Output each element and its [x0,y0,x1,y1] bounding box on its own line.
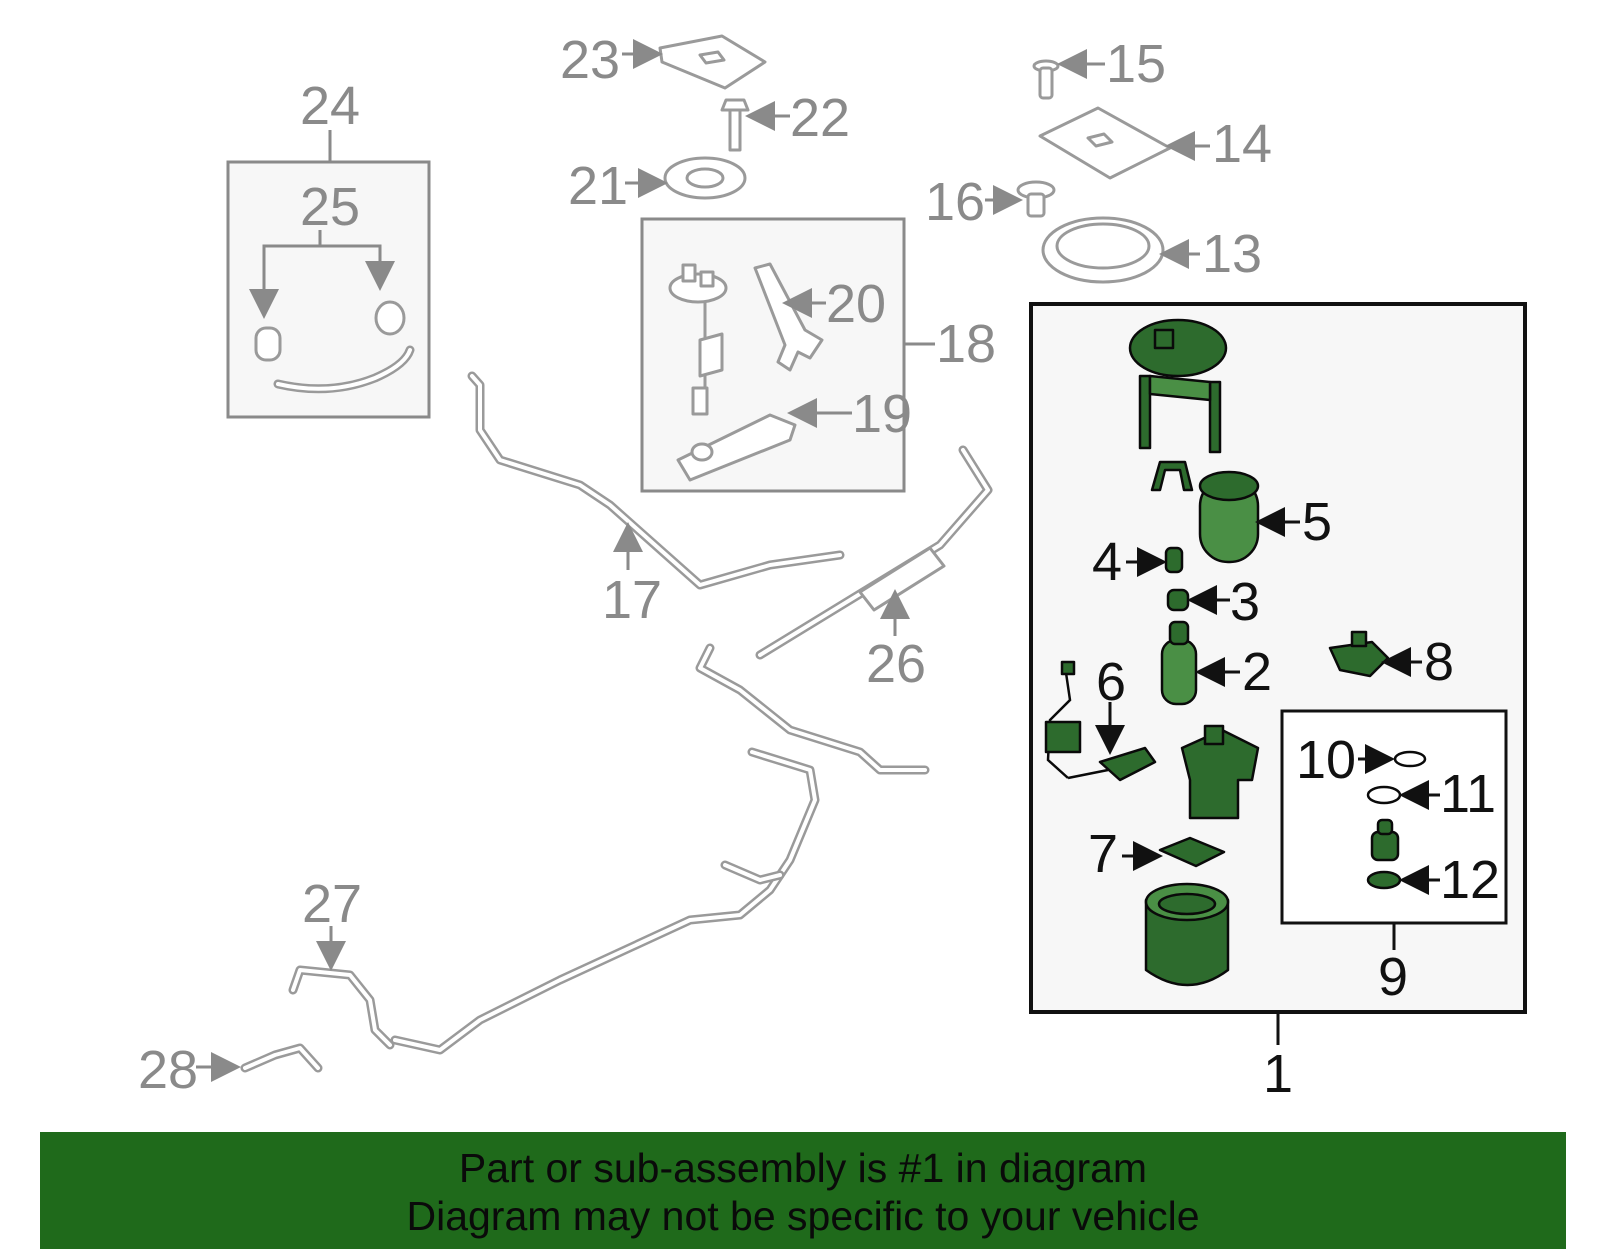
parts-diagram: 1 2 3 4 5 6 7 8 9 10 11 12 13 14 15 16 1… [138,30,1527,1104]
callout-25: 25 [300,177,360,237]
reservoir-bucket [1144,882,1230,987]
o-ring-10 [1393,750,1427,768]
check-valve-4 [1126,546,1184,577]
callout-26: 26 [866,634,926,694]
fuel-line-27 [288,926,395,1050]
fuel-line-17 [467,371,845,590]
callout-24: 24 [300,76,360,136]
callout-22: 22 [790,88,850,148]
grommet-3 [1166,585,1230,615]
sender-assembly-box [640,217,906,493]
hose-clamp-left [254,326,282,362]
callout-27: 27 [302,874,362,934]
level-sender-6 [1044,660,1157,782]
seal-12 [1366,870,1402,890]
vapor-tube-26 [755,445,993,660]
callout-2: 2 [1242,642,1272,702]
callout-19: 19 [852,384,912,444]
callout-13: 13 [1202,224,1262,284]
cover-plate-23 [622,34,767,90]
banner-line-2: Diagram may not be specific to your vehi… [406,1193,1200,1239]
sender-assembly-group [640,217,935,493]
fuel-pump-2 [1160,620,1240,706]
callout-3: 3 [1230,572,1260,632]
retainer-clip [1150,460,1194,492]
callout-4: 4 [1092,532,1122,592]
bolt-22 [720,98,790,152]
sensor-8 [1328,630,1422,678]
callout-6: 6 [1096,652,1126,712]
callout-9: 9 [1378,947,1408,1007]
fuel-filter-5 [1198,470,1300,564]
callout-1: 1 [1263,1044,1293,1104]
callout-17: 17 [602,570,662,630]
sender-float [691,386,709,416]
pump-flange [1128,318,1228,454]
cover-plate-14 [1038,106,1210,180]
callout-21: 21 [568,156,628,216]
callout-18: 18 [936,314,996,374]
callout-20: 20 [826,274,886,334]
hose-kit-group [226,130,431,419]
fuel-pump-module-group [1029,302,1527,1045]
seal-kit-group [1280,709,1508,950]
callout-15: 15 [1106,34,1166,94]
valve-insert [1370,830,1400,862]
info-banner: Part or sub-assembly is #1 in diagram Di… [40,1132,1566,1249]
sender-flange [668,272,728,304]
callout-16: 16 [925,172,985,232]
callout-23: 23 [560,30,620,90]
callout-12: 12 [1440,850,1500,910]
nut-16 [985,180,1056,218]
seal-19 [676,413,797,482]
callout-8: 8 [1424,632,1454,692]
lock-ring-13 [1041,216,1200,284]
jet-pump [1180,724,1260,820]
callout-14: 14 [1212,114,1272,174]
banner-line-1: Part or sub-assembly is #1 in diagram [458,1145,1148,1191]
gasket-21 [625,156,747,200]
hose-28 [196,1043,323,1082]
callout-7: 7 [1088,824,1118,884]
hose-clamp-right [374,300,406,336]
main-fuel-lines [390,643,930,1055]
bracket-7 [1122,836,1226,871]
callout-10: 10 [1296,730,1356,790]
callout-11: 11 [1440,764,1496,824]
callout-labels: 1 2 3 4 5 6 7 8 9 10 11 12 13 14 15 16 1… [138,30,1500,1104]
pin-15 [1032,49,1105,100]
callout-28: 28 [138,1040,198,1100]
callout-5: 5 [1302,492,1332,552]
